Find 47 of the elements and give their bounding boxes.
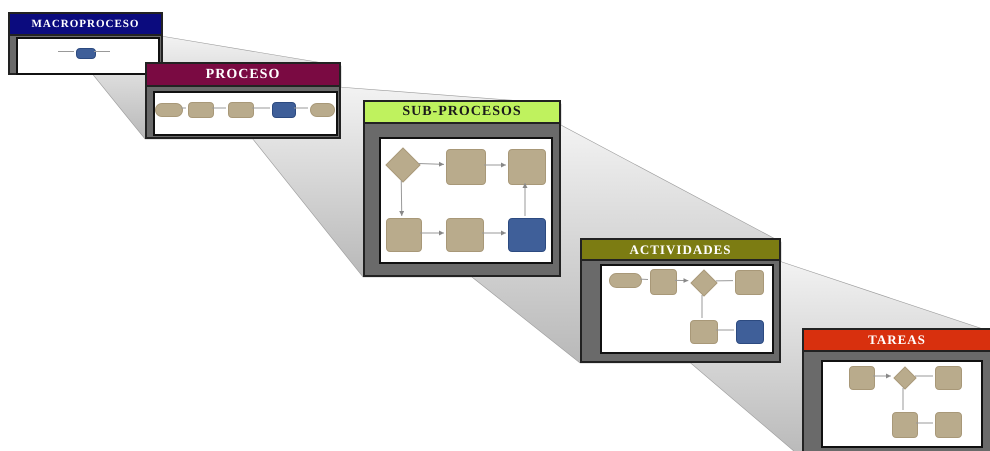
arrow — [872, 374, 892, 378]
level-title: PROCESO — [147, 64, 339, 87]
process-box — [508, 149, 546, 185]
terminal-shape — [609, 273, 642, 288]
connector-line — [94, 51, 110, 52]
process-box — [188, 102, 214, 118]
arrow — [522, 182, 528, 216]
arrow — [420, 230, 444, 236]
terminal-shape — [155, 103, 183, 117]
process-box — [272, 102, 296, 118]
process-box — [935, 366, 962, 390]
level-title: SUB-PROCESOS — [365, 102, 559, 124]
arrow — [674, 278, 689, 284]
process-box — [935, 412, 962, 438]
level-title: ACTIVIDADES — [582, 240, 779, 261]
level-panel — [363, 100, 561, 277]
decision-diamond — [893, 366, 917, 390]
arrow — [484, 162, 506, 168]
level-title: MACROPROCESO — [10, 14, 161, 36]
connector-line — [640, 278, 648, 280]
connector-line — [916, 422, 934, 424]
connector-line — [58, 51, 74, 52]
arrow — [482, 230, 506, 236]
process-box — [650, 269, 677, 295]
terminal-shape — [310, 103, 335, 117]
level-panel — [802, 328, 990, 451]
arrow — [399, 180, 404, 216]
decision-diamond — [690, 269, 718, 297]
process-box — [386, 218, 422, 252]
level-panel — [580, 238, 781, 363]
process-box — [736, 320, 764, 344]
level-panel — [145, 62, 341, 139]
process-box — [76, 48, 96, 59]
level-panel — [8, 12, 163, 75]
process-box — [849, 366, 875, 390]
process-box — [735, 270, 764, 295]
connector-line — [902, 388, 904, 410]
process-box — [508, 218, 546, 252]
decision-diamond — [385, 147, 421, 183]
process-box — [446, 149, 486, 185]
connector-line — [715, 280, 734, 282]
process-box — [690, 320, 718, 344]
process-box — [228, 102, 254, 118]
process-box — [446, 218, 484, 252]
arrow — [418, 162, 444, 167]
level-title: TAREAS — [804, 330, 990, 352]
process-box — [892, 412, 918, 438]
